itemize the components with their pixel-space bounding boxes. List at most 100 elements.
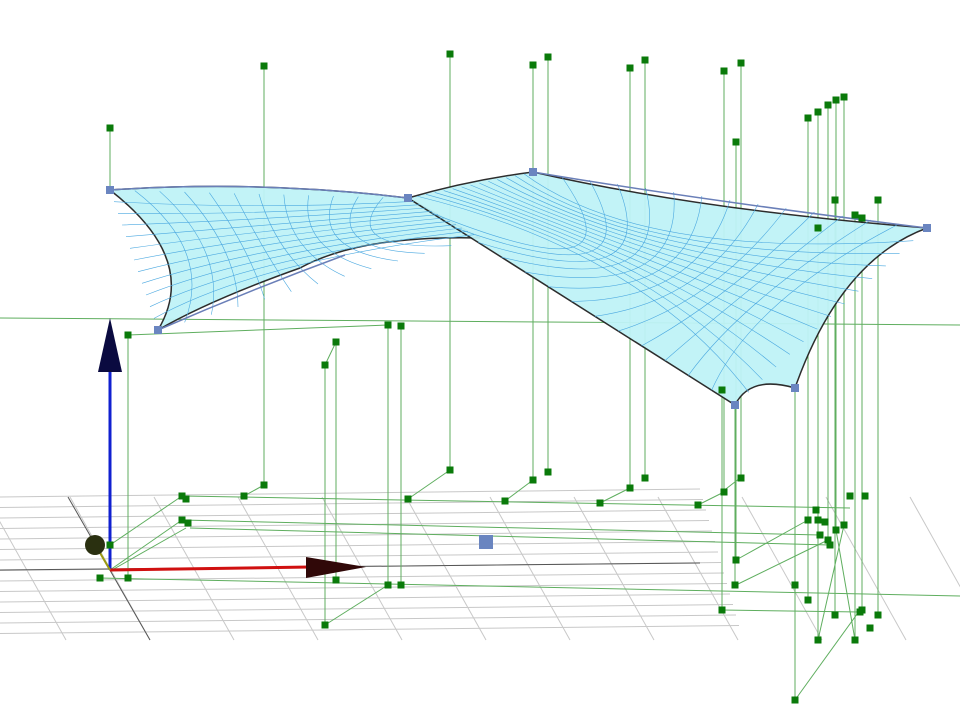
control-point[interactable] [858, 214, 866, 222]
control-point[interactable] [397, 581, 405, 589]
control-point[interactable] [446, 466, 454, 474]
control-point[interactable] [866, 624, 874, 632]
control-point[interactable] [240, 492, 248, 500]
membrane-surface-right [406, 171, 928, 407]
x-arrow-head-handle[interactable] [306, 557, 366, 578]
control-point[interactable] [718, 386, 726, 394]
control-point[interactable] [694, 501, 702, 509]
control-point[interactable] [384, 321, 392, 329]
control-point[interactable] [404, 495, 412, 503]
control-point[interactable] [804, 516, 812, 524]
control-point[interactable] [178, 516, 186, 524]
control-point[interactable] [731, 581, 739, 589]
control-point[interactable] [804, 114, 812, 122]
control-point[interactable] [814, 636, 822, 644]
y-axis-ball-handle[interactable] [85, 535, 105, 555]
control-point[interactable] [184, 519, 192, 527]
control-point[interactable] [851, 636, 859, 644]
control-point[interactable] [641, 56, 649, 64]
control-point[interactable] [397, 322, 405, 330]
control-point[interactable] [846, 492, 854, 500]
control-line [504, 479, 534, 502]
control-lines [0, 54, 960, 701]
control-point[interactable] [861, 492, 869, 500]
transform-gizmo[interactable] [85, 318, 366, 578]
control-point[interactable] [124, 331, 132, 339]
control-point[interactable] [544, 53, 552, 61]
corner-point[interactable] [923, 224, 931, 232]
control-point[interactable] [501, 497, 509, 505]
control-point[interactable] [732, 138, 740, 146]
control-point[interactable] [831, 196, 839, 204]
control-point[interactable] [791, 696, 799, 704]
control-point[interactable] [260, 62, 268, 70]
grid-line [405, 496, 487, 641]
control-point[interactable] [321, 621, 329, 629]
control-point[interactable] [718, 606, 726, 614]
control-point[interactable] [840, 93, 848, 101]
control-point[interactable] [824, 536, 832, 544]
control-line [817, 524, 845, 641]
control-point[interactable] [544, 468, 552, 476]
control-point[interactable] [641, 474, 649, 482]
control-point[interactable] [832, 526, 840, 534]
control-point[interactable] [124, 574, 132, 582]
control-point[interactable] [816, 531, 824, 539]
control-point[interactable] [182, 495, 190, 503]
control-point[interactable] [96, 574, 104, 582]
control-point[interactable] [814, 516, 822, 524]
corner-point[interactable] [106, 186, 114, 194]
control-point[interactable] [384, 581, 392, 589]
x-axis-handle[interactable] [109, 565, 311, 572]
control-point[interactable] [856, 608, 864, 616]
mesh-line [184, 191, 239, 308]
control-point[interactable] [840, 521, 848, 529]
control-point[interactable] [106, 124, 114, 132]
control-point[interactable] [626, 484, 634, 492]
grid-line [909, 496, 960, 588]
control-point[interactable] [332, 338, 340, 346]
control-point[interactable] [874, 611, 882, 619]
control-point[interactable] [851, 211, 859, 219]
control-point[interactable] [826, 541, 834, 549]
control-point[interactable] [804, 596, 812, 604]
control-point[interactable] [178, 492, 186, 500]
control-point[interactable] [737, 474, 745, 482]
control-point[interactable] [791, 581, 799, 589]
control-point[interactable] [821, 518, 829, 526]
z-arrow-head-handle[interactable] [98, 318, 122, 372]
grid-line [489, 496, 571, 641]
control-point[interactable] [332, 576, 340, 584]
control-point[interactable] [832, 96, 840, 104]
control-point[interactable] [824, 101, 832, 109]
control-line [109, 519, 183, 571]
control-point[interactable] [106, 541, 114, 549]
control-points[interactable] [96, 50, 932, 704]
control-point[interactable] [732, 556, 740, 564]
control-point[interactable] [720, 67, 728, 75]
control-point[interactable] [446, 50, 454, 58]
control-point[interactable] [720, 488, 728, 496]
control-point[interactable] [874, 196, 882, 204]
control-point[interactable] [529, 61, 537, 69]
control-point[interactable] [814, 224, 822, 232]
control-point[interactable] [814, 108, 822, 116]
control-point[interactable] [737, 59, 745, 67]
corner-point[interactable] [731, 401, 739, 409]
mesh-line [501, 187, 650, 270]
control-point[interactable] [321, 361, 329, 369]
control-point[interactable] [626, 64, 634, 72]
corner-point[interactable] [791, 384, 799, 392]
control-point[interactable] [529, 476, 537, 484]
pivot-point[interactable] [479, 535, 493, 549]
corner-point[interactable] [529, 168, 537, 176]
control-point[interactable] [260, 481, 268, 489]
corner-point[interactable] [154, 326, 162, 334]
control-point[interactable] [596, 499, 604, 507]
corner-point[interactable] [404, 194, 412, 202]
control-point[interactable] [812, 506, 820, 514]
membrane-surfaces[interactable] [107, 171, 928, 407]
control-point[interactable] [831, 611, 839, 619]
